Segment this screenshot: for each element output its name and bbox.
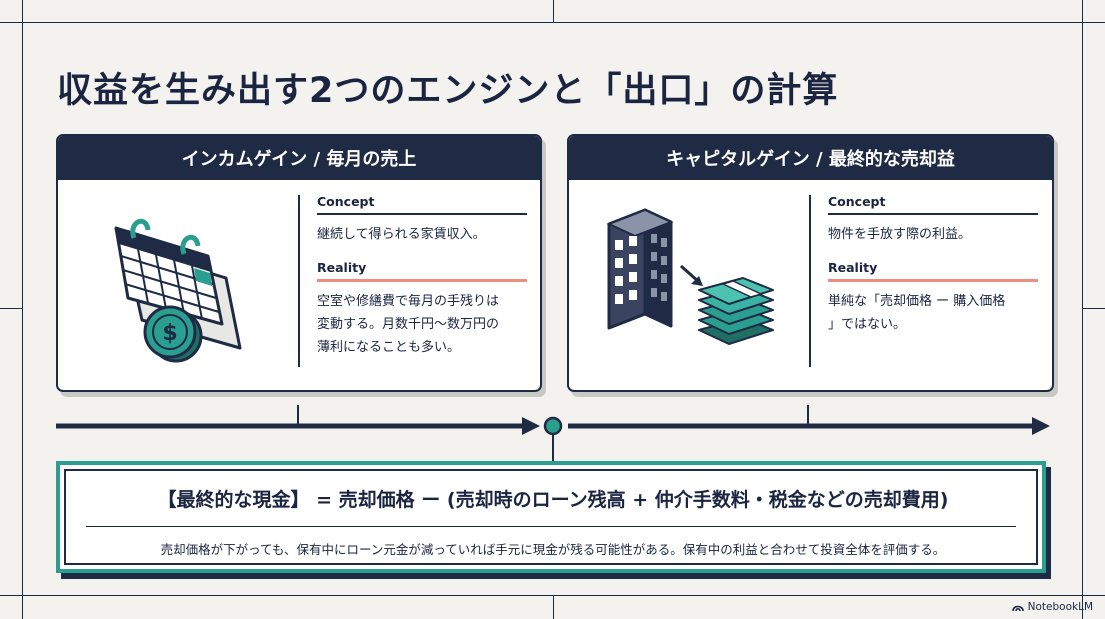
concept-label: Concept (828, 194, 886, 209)
reality-rule (828, 279, 1038, 282)
frame-right-side-tick (1082, 308, 1105, 309)
reality-label: Reality (317, 260, 367, 275)
calendar-coin-icon: $ (114, 218, 242, 363)
concept-rule (317, 213, 527, 215)
frame-left-side-tick (0, 308, 22, 309)
income-gain-card-body: $ Concept 継続して得られる家賃収入。 Reality 空室や修繕費で毎… (58, 180, 540, 388)
exit-formula-box: 【最終的な現金】 = 売却価格 ー (売却時のローン残高 + 仲介手数料・税金な… (56, 461, 1046, 573)
capital-gain-card: キャピタルゲイン / 最終的な売却益 (567, 134, 1054, 392)
concept-text: 継続して得られる家賃収入。 (317, 227, 486, 242)
frame-mid-top-tick (553, 0, 554, 22)
brand-badge: NotebookLM (1011, 601, 1093, 613)
exit-formula: 【最終的な現金】 = 売却価格 ー (売却時のローン残高 + 仲介手数料・税金な… (157, 489, 949, 511)
frame-top-line (0, 22, 1105, 23)
frame-bottom-line (0, 595, 1105, 596)
reality-line: 薄利になることも多い。 (317, 340, 461, 355)
formula-rule (86, 526, 1016, 527)
concept-text: 物件を手放す際の利益。 (828, 227, 972, 242)
building-cash-icon (606, 208, 774, 345)
formula-note: 売却価格が下がっても、保有中にローン元金が減っていれば手元に現金が残る可能性があ… (160, 542, 946, 557)
reality-text: 単純な「売却価格 ー 購入価格 」ではない。 (828, 290, 1038, 336)
income-gain-card-header: インカムゲイン / 毎月の売上 (58, 136, 540, 180)
capital-gain-card-header: キャピタルゲイン / 最終的な売却益 (569, 136, 1052, 180)
brand-name: NotebookLM (1027, 601, 1093, 613)
reality-line: 」ではない。 (828, 317, 907, 332)
page-title: 収益を生み出す2つのエンジンと「出口」の計算 (57, 71, 839, 111)
capital-card-text: Concept 物件を手放す際の利益。 Reality 単純な「売却価格 ー 購… (828, 194, 1038, 350)
notebooklm-logo-icon (1011, 605, 1024, 612)
income-gain-card: インカムゲイン / 毎月の売上 (56, 134, 542, 392)
timeline-arrows (56, 405, 1050, 463)
frame-left-line (22, 0, 23, 619)
income-card-text: Concept 継続して得られる家賃収入。 Reality 空室や修繕費で毎月の… (317, 194, 527, 373)
center-node (543, 416, 563, 436)
capital-card-divider (809, 195, 811, 367)
concept-rule (828, 213, 1038, 215)
reality-line: 単純な「売却価格 ー 購入価格 (828, 294, 1006, 309)
reality-line: 変動する。月数千円〜数万円の (317, 317, 500, 332)
frame-mid-bottom-tick (553, 595, 554, 619)
reality-rule (317, 279, 527, 282)
income-card-divider (298, 195, 300, 367)
left-arrowhead (522, 417, 540, 435)
reality-line: 空室や修繕費で毎月の手残りは (317, 294, 500, 309)
reality-text: 空室や修繕費で毎月の手残りは 変動する。月数千円〜数万円の 薄利になることも多い… (317, 290, 527, 359)
capital-gain-card-body: Concept 物件を手放す際の利益。 Reality 単純な「売却価格 ー 購… (569, 180, 1052, 388)
concept-label: Concept (317, 194, 375, 209)
svg-text:$: $ (162, 321, 177, 346)
right-arrowhead (1032, 417, 1050, 435)
frame-right-line (1082, 0, 1083, 619)
reality-label: Reality (828, 260, 878, 275)
